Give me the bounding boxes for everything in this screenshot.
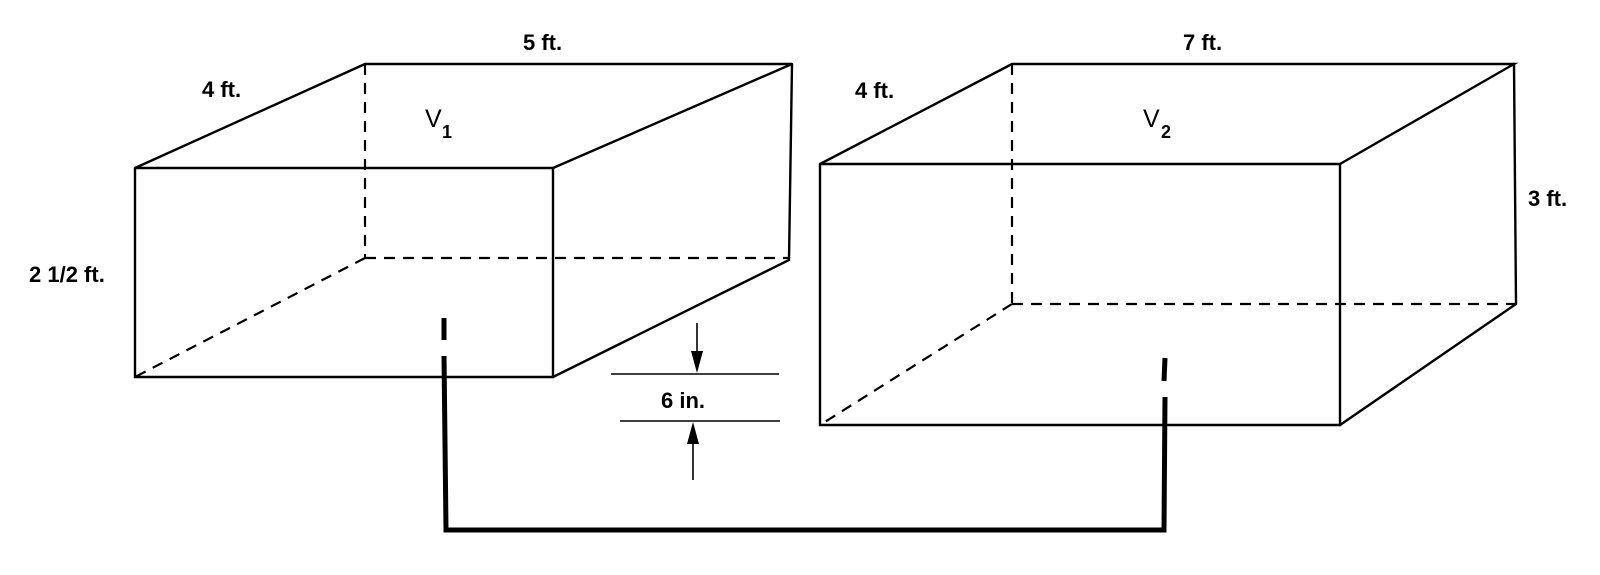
tank-2-visible-edges: [818, 62, 1519, 427]
tank-1-label: V: [425, 105, 442, 133]
tank-2-label: V: [1143, 105, 1160, 133]
tank-2-hidden-edges: [819, 64, 1516, 426]
tank-1-visible-edges: [133, 62, 794, 379]
tank-1: V 1 5 ft. 4 ft. 2 1/2 ft.: [29, 30, 794, 379]
connecting-pipe: [441, 318, 1168, 533]
tank-2-height-label: 3 ft.: [1528, 186, 1567, 211]
tank-1-label-subscript: 1: [442, 122, 452, 142]
pipe-body: [441, 355, 1168, 533]
tank-2: V 2 7 ft. 4 ft. 3 ft.: [818, 30, 1567, 427]
tank-1-hidden-edges: [134, 64, 789, 378]
tank-2-label-subscript: 2: [1161, 122, 1171, 142]
tank-2-width-label: 4 ft.: [855, 78, 894, 103]
offset-label: 6 in.: [661, 388, 705, 413]
pipe-inlet-2: [1161, 357, 1168, 382]
tank-1-height-label: 2 1/2 ft.: [29, 262, 105, 287]
offset-dimension: 6 in.: [611, 323, 780, 480]
tank-1-length-label: 5 ft.: [523, 30, 562, 55]
tank-2-length-label: 7 ft.: [1183, 30, 1222, 55]
tank-1-width-label: 4 ft.: [202, 77, 241, 102]
offset-lower-arrowhead: [687, 422, 699, 444]
offset-upper-arrowhead: [691, 351, 703, 373]
